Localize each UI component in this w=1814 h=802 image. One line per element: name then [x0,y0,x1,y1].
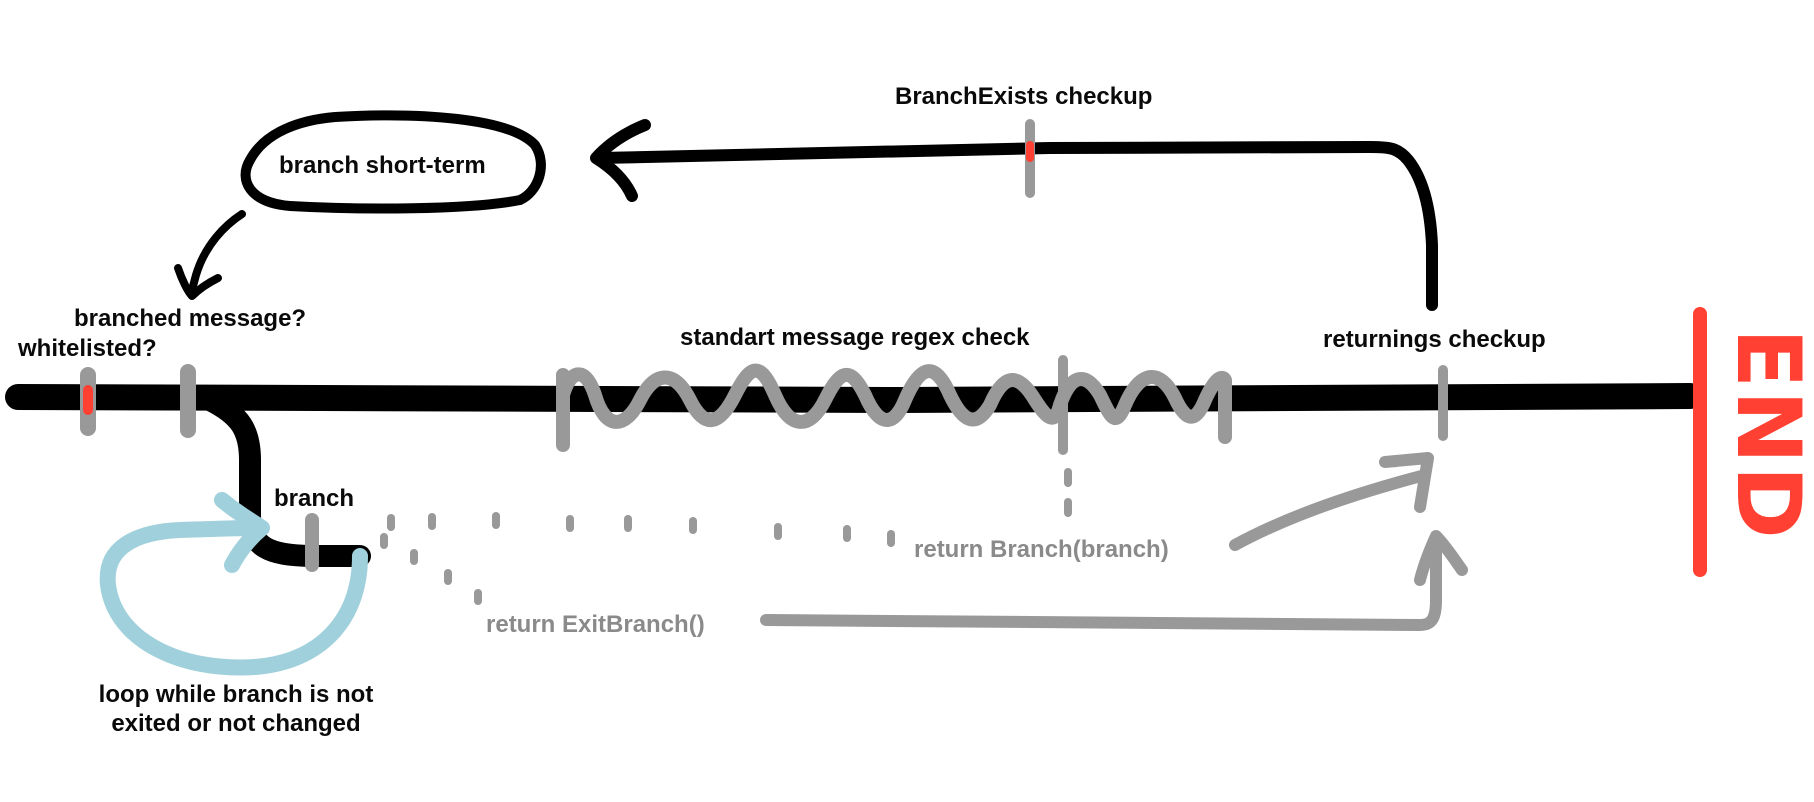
branch-label: branch [274,485,354,512]
branched-message-label: branched message? [74,305,306,332]
whitelisted-label: whitelisted? [17,335,157,362]
return-branch-arrowhead [1379,452,1434,513]
ellipse-down-arrowhead [174,264,222,300]
regex-check-label: standart message regex check [680,324,1030,351]
return-exit-branch-arrowhead [1414,530,1468,586]
branch-exists-label: BranchExists checkup [895,83,1152,110]
return-exit-branch-arrow [760,539,1442,631]
return-branch-arrow [1229,469,1431,551]
returnings-checkup-label: returnings checkup [1323,326,1546,353]
short-term-arrowhead [590,119,651,202]
loop-curve [99,520,368,676]
ellipse-down-arrow [188,210,246,294]
return-exit-branch-label: return ExitBranch() [486,611,705,638]
dotted-return-path [380,468,1072,605]
short-term-ellipse [240,110,546,214]
loop-label-line2: exited or not changed [111,710,360,737]
end-label: END [1717,328,1814,541]
loop-arrowhead [214,492,270,573]
loop-label-line1: loop while branch is not [99,681,374,708]
regex-squiggle [556,363,1232,452]
return-branch-label: return Branch(branch) [914,536,1169,563]
branch-exists-path [594,140,1438,311]
branch-short-term-label: branch short-term [279,152,486,179]
